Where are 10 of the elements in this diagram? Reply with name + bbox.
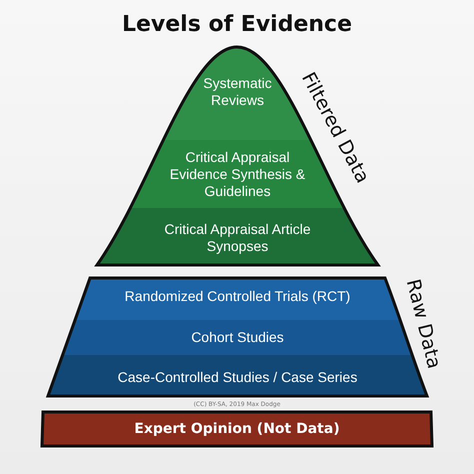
tier-label: Case-Controlled Studies / Case Series [118,368,358,386]
tier-label: Critical Appraisal Evidence Synthesis & Guidelines [168,148,306,200]
group-heading: Raw Data [402,277,444,371]
base-band [40,410,434,448]
title: Levels of Evidence [120,11,354,39]
tier-label: Randomized Controlled Trials (RCT) [124,288,350,304]
tier-label: Expert Opinion (Not Data) [134,420,340,438]
tier-label: Cohort Studies [191,329,284,346]
tier-label: Systematic Reviews [202,75,273,109]
tier-label: Critical Appraisal Article Synopses [163,221,312,255]
